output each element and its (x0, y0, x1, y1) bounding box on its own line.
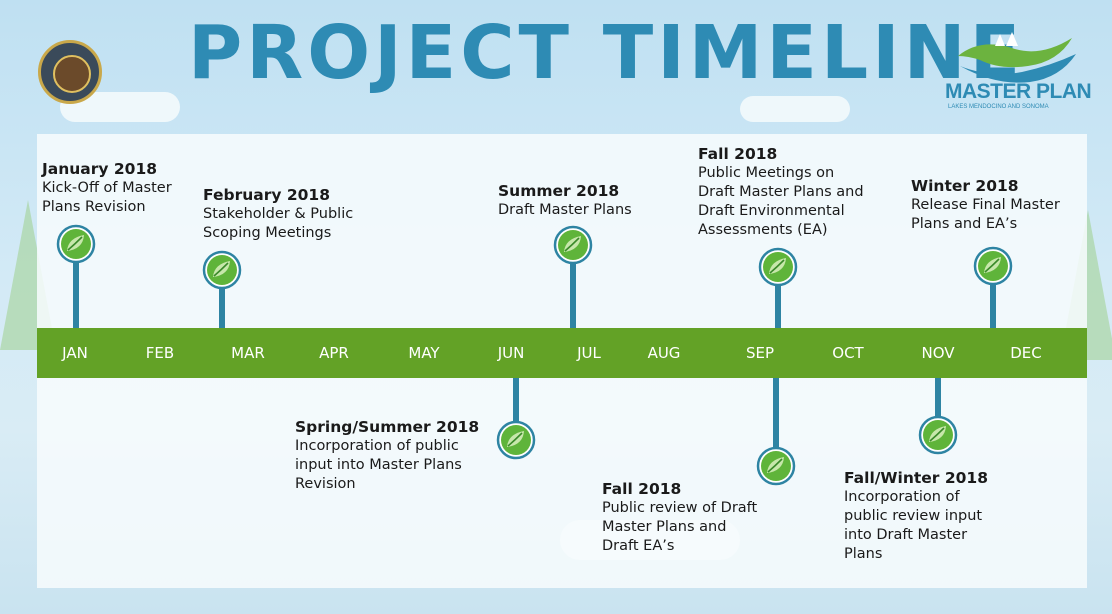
event-heading: Spring/Summer 2018 (295, 418, 480, 436)
cloud (740, 96, 850, 122)
timeline-bar (37, 328, 1087, 378)
event-description: Draft Master Plans (498, 202, 632, 218)
event-description: Kick-Off of Master Plans Revision (42, 180, 172, 215)
event-heading: February 2018 (203, 186, 330, 204)
event-connector (990, 266, 996, 328)
event-heading: Fall 2018 (698, 145, 778, 163)
month-label-apr: APR (319, 344, 349, 362)
event-connector (513, 378, 519, 440)
event-connector (219, 270, 225, 328)
event-connector (775, 267, 781, 328)
month-label-feb: FEB (145, 344, 175, 362)
county-seal-logo (38, 40, 102, 104)
month-label-jan: JAN (62, 344, 88, 362)
leaf-node-icon (553, 225, 593, 265)
leaf-node-icon (973, 246, 1013, 286)
event-heading: Fall/Winter 2018 (844, 469, 988, 487)
event-heading: Summer 2018 (498, 182, 620, 200)
month-label-nov: NOV (921, 344, 955, 362)
event-heading: Fall 2018 (602, 480, 682, 498)
event-connector (73, 244, 79, 328)
leaf-node-icon (56, 224, 96, 264)
leaf-node-icon (918, 415, 958, 455)
event-description: Public Meetings on Draft Master Plans an… (698, 165, 864, 238)
event-connector (570, 245, 576, 328)
month-label-mar: MAR (231, 344, 265, 362)
month-label-jul: JUL (577, 344, 601, 362)
page-title: PROJECT TIMELINE (188, 10, 1025, 96)
master-plan-logo (958, 32, 1076, 83)
logo-subtitle: LAKES MENDOCINO AND SONOMA (948, 104, 1049, 110)
month-label-may: MAY (408, 344, 440, 362)
month-label-jun: JUN (497, 344, 525, 362)
month-label-dec: DEC (1010, 344, 1042, 362)
event-description: Stakeholder & Public Scoping Meetings (203, 206, 354, 241)
month-label-oct: OCT (832, 344, 864, 362)
leaf-node-icon (496, 420, 536, 460)
month-label-sep: SEP (745, 344, 775, 362)
logo-text: MASTER PLAN (945, 80, 1092, 103)
event-connector (935, 378, 941, 435)
event-connector (773, 378, 779, 466)
event-heading: Winter 2018 (911, 177, 1019, 195)
leaf-node-icon (202, 250, 242, 290)
event-description: Release Final Master Plans and EA’s (911, 197, 1060, 232)
leaf-node-icon (758, 247, 798, 287)
event-description: Incorporation of public review input int… (844, 489, 983, 562)
month-label-aug: AUG (647, 344, 681, 362)
event-description: Incorporation of public input into Maste… (295, 438, 462, 492)
event-description: Public review of Draft Master Plans and … (602, 500, 758, 554)
event-heading: January 2018 (42, 160, 158, 178)
leaf-node-icon (756, 446, 796, 486)
